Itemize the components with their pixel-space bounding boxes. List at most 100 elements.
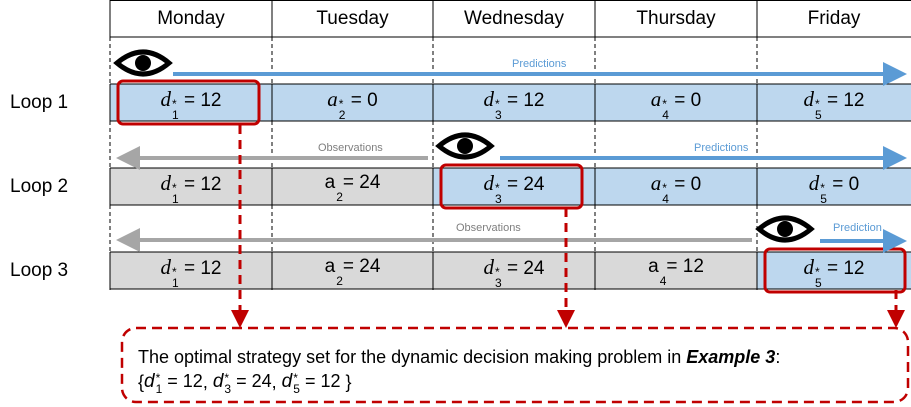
subscript-index: 5: [820, 191, 827, 206]
superscript-star: *: [662, 180, 667, 195]
value-text: = 0: [826, 173, 860, 195]
subscript-index: 4: [662, 107, 669, 122]
variable-symbol: a: [324, 172, 336, 193]
observation-cell-bg: [110, 168, 272, 205]
variable-symbol: d: [808, 170, 820, 195]
note-text: The optimal strategy set for the dynamic…: [138, 347, 687, 367]
superscript-star: *: [662, 96, 667, 111]
superscript-star: *: [338, 96, 344, 111]
day-header: Friday: [807, 7, 861, 29]
subscript-index: 5: [293, 382, 300, 397]
set-element: d*5 = 12: [282, 369, 341, 397]
variable-expression: d*1 = 12: [161, 87, 222, 122]
superscript-star: *: [224, 371, 230, 386]
set-element: d*3 = 24: [213, 369, 272, 397]
loop-label: Loop 1: [10, 92, 69, 113]
variable-symbol: d: [803, 86, 815, 111]
value-text: = 24: [501, 173, 545, 195]
decision-cell: a 2= 24: [272, 252, 433, 289]
observation-cell-bg: [433, 252, 595, 289]
decision-cell: a*2 = 0: [272, 84, 433, 121]
observation-cell-bg: [272, 252, 433, 289]
variable-symbol: a: [327, 86, 338, 111]
example-reference: Example 3: [686, 347, 776, 367]
arrow-label: Predictions: [694, 142, 749, 154]
variable-expression: d*1 = 12: [144, 369, 203, 395]
prediction-cell-bg: [272, 84, 433, 121]
subscript-index: 5: [815, 107, 822, 122]
superscript-star: *: [815, 96, 820, 111]
prediction-cell-bg: [595, 84, 757, 121]
superscript-star: *: [495, 180, 500, 195]
variable-expression: d*3 = 24: [484, 255, 545, 289]
decision-cell: a 2= 24: [272, 168, 433, 205]
value-text: = 12: [162, 371, 203, 391]
value-text: = 24: [231, 371, 272, 391]
arrow-label: Observations: [318, 142, 383, 154]
value-text: = 24: [342, 256, 381, 277]
variable-expression: d*3 = 12: [484, 87, 545, 122]
value-text: = 0: [668, 89, 702, 111]
variable-expression: d*5 = 0: [808, 170, 860, 206]
set-separator: ,: [271, 371, 282, 392]
optimal-decision-highlight: [763, 247, 907, 294]
value-text: = 12: [821, 257, 865, 279]
arrow-label: Observations: [456, 222, 521, 234]
decision-cell: d*1 = 12: [110, 168, 272, 205]
observation-cell-bg: [595, 252, 757, 289]
day-header: Monday: [157, 7, 225, 29]
optimal-decision-highlight: [116, 79, 261, 126]
decision-cell: d*1 = 12: [110, 252, 272, 289]
superscript-star: *: [820, 180, 825, 195]
decision-cell: d*5 = 12: [757, 84, 911, 121]
variable-expression: a 4= 12: [648, 256, 704, 287]
set-element: d*1 = 12: [144, 369, 203, 395]
prediction-cell-bg: [757, 168, 911, 205]
value-text: = 12: [666, 256, 704, 277]
eye-pupil: [777, 221, 793, 237]
subscript-index: 3: [495, 191, 502, 206]
note-line-1: The optimal strategy set for the dynamic…: [138, 345, 780, 369]
variable-expression: a*2 = 0: [327, 86, 377, 121]
subscript-index: 2: [336, 274, 343, 288]
superscript-star: *: [172, 264, 177, 279]
eye-pupil: [457, 138, 473, 154]
set-brace: {: [138, 371, 145, 392]
loop-label: Loop 2: [10, 176, 69, 197]
prediction-cell-bg: [595, 168, 757, 205]
variable-symbol: a: [650, 86, 662, 111]
day-header: Thursday: [636, 7, 716, 29]
variable-symbol: a: [648, 256, 659, 277]
value-text: = 12: [299, 371, 341, 391]
variable-expression: d*5 = 12: [803, 254, 865, 289]
superscript-star: *: [293, 371, 298, 386]
variable-expression: d*5 = 12: [803, 86, 865, 122]
observation-cell-bg: [272, 168, 433, 205]
arrow-label: Predictions: [512, 58, 567, 70]
variable-expression: d*1 = 12: [161, 171, 222, 205]
variable-expression: a*4 = 0: [650, 86, 702, 122]
variable-expression: a*4 = 0: [651, 171, 701, 205]
set-separator: ,: [202, 371, 213, 392]
note-text: :: [775, 347, 781, 367]
variable-expression: d*3 = 24: [213, 369, 272, 397]
variable-symbol: d: [803, 254, 815, 279]
prediction-cell-bg: [110, 84, 272, 121]
value-text: = 24: [342, 172, 381, 193]
decision-cell: a*4 = 0: [595, 168, 757, 205]
variable-expression: d*1 = 12: [161, 255, 222, 289]
decision-cell: d*1 = 12: [110, 84, 272, 121]
eye-icon: [435, 132, 495, 160]
subscript-index: 1: [172, 107, 179, 122]
variable-expression: d*5 = 12: [282, 369, 341, 397]
result-note-text: The optimal strategy set for the dynamic…: [138, 345, 780, 397]
variable-symbol: a: [324, 256, 336, 277]
value-text: = 12: [501, 89, 545, 111]
subscript-index: 3: [495, 107, 502, 122]
subscript-index: 3: [224, 382, 232, 397]
variable-expression: a 2= 24: [324, 172, 381, 203]
value-text: = 12: [821, 89, 865, 111]
result-note-box: [120, 326, 910, 404]
